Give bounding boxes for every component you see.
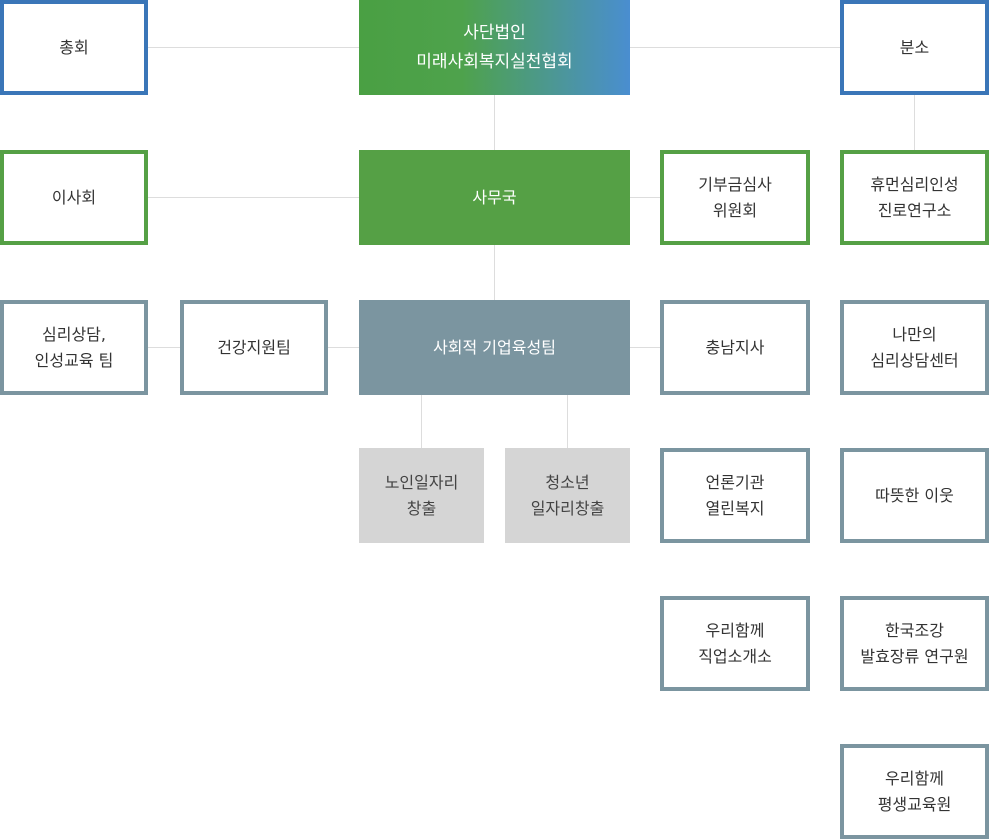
connector-secretariat-committee	[630, 197, 660, 198]
connector-secretariat-social	[494, 245, 495, 300]
node-counseling-team: 심리상담, 인성교육 팀	[0, 300, 148, 395]
node-media-welfare: 언론기관 열린복지	[660, 448, 810, 543]
connector-assembly-hq	[148, 47, 359, 48]
connector-branch-institute	[914, 95, 915, 150]
node-secretariat: 사무국	[359, 150, 630, 245]
connector-social-youth	[567, 395, 568, 448]
node-humanities-institute: 휴먼심리인성 진로연구소	[840, 150, 989, 245]
node-my-counseling-center: 나만의 심리상담센터	[840, 300, 989, 395]
node-health-team: 건강지원팀	[180, 300, 328, 395]
connector-social-senior	[421, 395, 422, 448]
node-senior-jobs: 노인일자리 창출	[359, 448, 484, 543]
node-branch: 분소	[840, 0, 989, 95]
node-warm-neighbor: 따뜻한 이웃	[840, 448, 989, 543]
connector-social-chungnam	[630, 347, 660, 348]
connector-health-social	[328, 347, 359, 348]
connector-counseling-health	[148, 347, 180, 348]
node-together-education-center: 우리함께 평생교육원	[840, 744, 989, 839]
node-together-job-agency: 우리함께 직업소개소	[660, 596, 810, 691]
connector-board-secretariat	[148, 197, 359, 198]
node-youth-jobs: 청소년 일자리창출	[505, 448, 630, 543]
node-donation-committee: 기부금심사 위원회	[660, 150, 810, 245]
node-general-assembly: 총회	[0, 0, 148, 95]
connector-hq-branch	[630, 47, 840, 48]
node-chungnam-branch: 충남지사	[660, 300, 810, 395]
node-social-enterprise-team: 사회적 기업육성팀	[359, 300, 630, 395]
node-korea-fermentation-institute: 한국조강 발효장류 연구원	[840, 596, 989, 691]
connector-hq-secretariat	[494, 95, 495, 150]
node-board: 이사회	[0, 150, 148, 245]
node-headquarters: 사단법인 미래사회복지실천협회	[359, 0, 630, 95]
